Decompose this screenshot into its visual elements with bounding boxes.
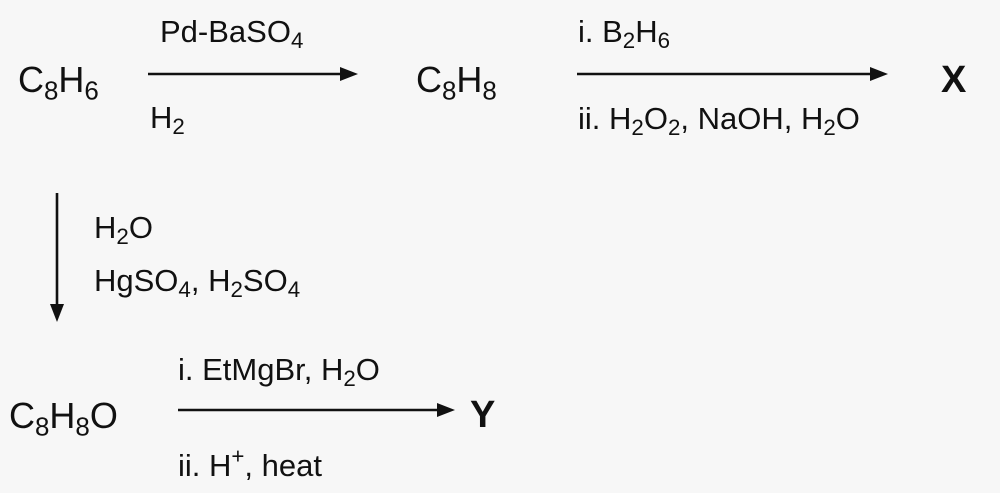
step4-reagent-below: ii. H+, heat	[178, 443, 322, 483]
arrow-step1	[148, 67, 358, 81]
step3-reagent-line2: HgSO4, H2SO4	[94, 263, 301, 303]
step3-reagent-line1: H2O	[94, 210, 153, 250]
step1-reagent-above: Pd-BaSO4	[160, 14, 304, 54]
compound-ketone: C8H8O	[9, 395, 118, 442]
arrow-step2	[577, 67, 888, 81]
arrow-step3	[50, 193, 64, 322]
step2-reagent-below: ii. H2O2, NaOH, H2O	[578, 101, 860, 141]
step1-reagent-below: H2	[150, 100, 185, 140]
product-x: X	[941, 59, 967, 101]
product-y: Y	[470, 394, 496, 436]
compound-start: C8H6	[18, 59, 99, 106]
compound-alkene: C8H8	[416, 59, 497, 106]
step4-reagent-above: i. EtMgBr, H2O	[178, 352, 380, 392]
step2-reagent-above: i. B2H6	[578, 14, 671, 54]
arrow-step4	[178, 403, 455, 417]
